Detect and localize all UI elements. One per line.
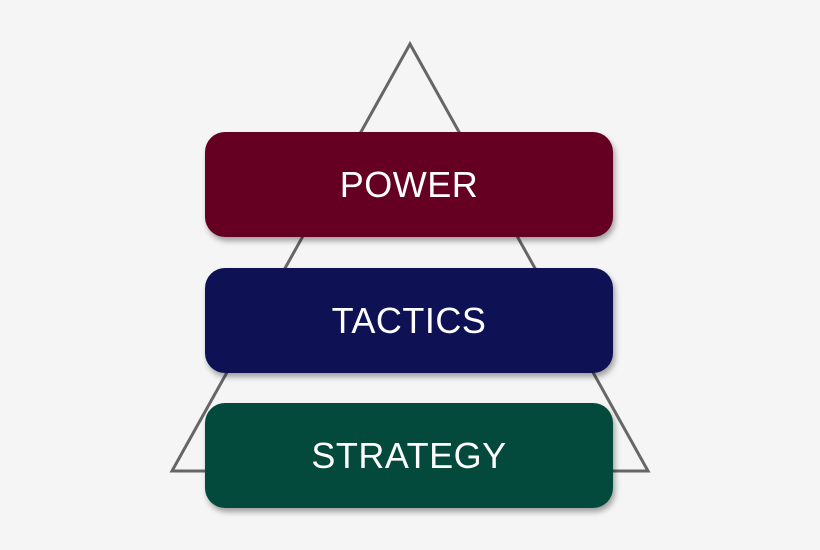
tier-strategy: STRATEGY	[205, 403, 613, 508]
tier-tactics: TACTICS	[205, 268, 613, 373]
tier-tactics-label: TACTICS	[331, 299, 487, 341]
tier-strategy-label: STRATEGY	[311, 434, 507, 476]
tier-power: POWER	[205, 132, 613, 237]
tier-power-label: POWER	[339, 163, 479, 205]
